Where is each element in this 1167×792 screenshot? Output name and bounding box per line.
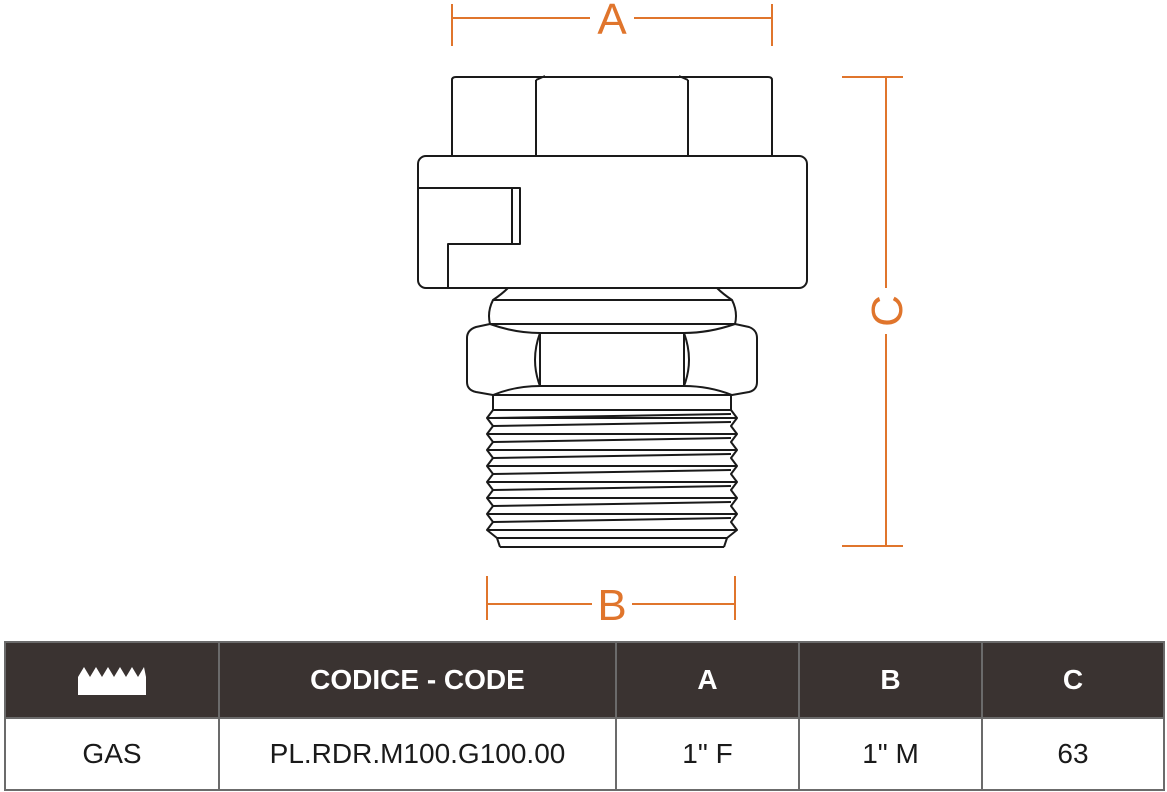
thread-icon [78, 666, 146, 695]
neck [492, 287, 733, 301]
cell-b: 1" M [798, 717, 983, 791]
header-thread-type [4, 641, 220, 719]
dimension-lines [451, 4, 903, 620]
cell-c: 63 [981, 717, 1165, 791]
header-b: B [798, 641, 983, 719]
header-code: CODICE - CODE [218, 641, 617, 719]
spec-table: CODICE - CODE A B C GAS PL.RDR.M100.G100… [4, 641, 1165, 791]
cell-a: 1" F [615, 717, 800, 791]
dimension-a-label: A [597, 0, 627, 44]
lower-hex-nut [466, 323, 758, 396]
cap-body [417, 155, 808, 289]
table-row: GAS PL.RDR.M100.G100.00 1" F 1" M 63 [4, 717, 1165, 791]
header-a: A [615, 641, 800, 719]
cell-code: PL.RDR.M100.G100.00 [218, 717, 617, 791]
dimension-b [486, 576, 736, 620]
thread-shank [492, 395, 732, 411]
dimension-b-label: B [597, 581, 626, 630]
dimension-a [451, 4, 773, 46]
dimension-c-label: C [863, 295, 912, 327]
top-hex-nut [451, 76, 773, 156]
spec-table-header: CODICE - CODE A B C [4, 641, 1165, 719]
cell-thread-type: GAS [4, 717, 220, 791]
dimension-c [842, 76, 903, 547]
thread-lines [486, 409, 738, 539]
fitting-technical-drawing: A B C [417, 0, 912, 630]
cap-slot [418, 187, 521, 288]
fitting-outline [417, 75, 808, 548]
header-c: C [981, 641, 1165, 719]
